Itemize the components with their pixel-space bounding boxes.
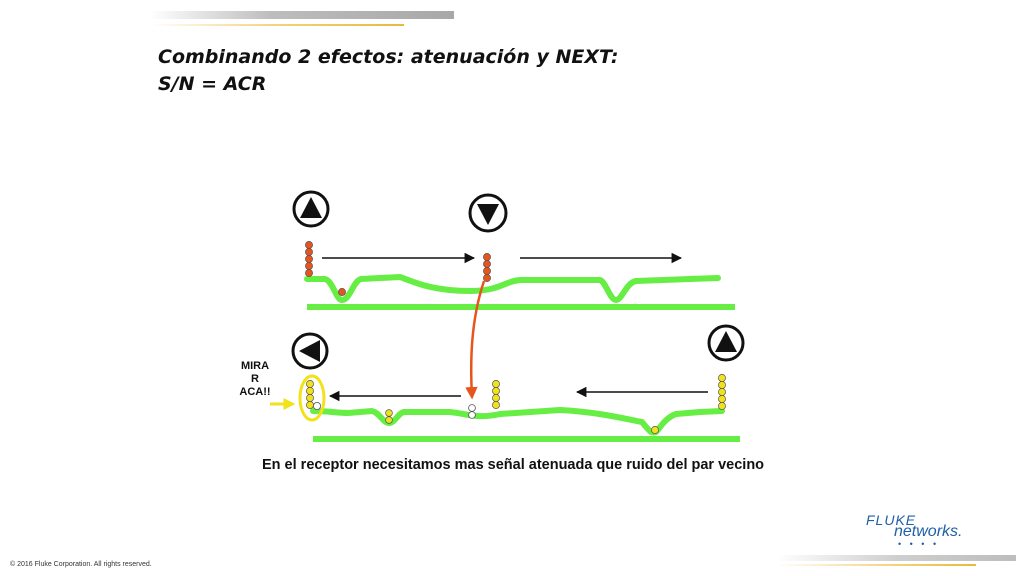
brand-logo: FLUKE networks. • • • • (864, 512, 994, 549)
brand-logo-line1: FLUKE (866, 512, 917, 528)
noise-dot (492, 380, 500, 388)
top-pair (304, 274, 735, 310)
receiver-highlight-ellipse (298, 374, 326, 422)
noise-dot (718, 381, 726, 389)
noise-dot (718, 402, 726, 410)
copyright-notice: © 2016 Fluke Corporation. All rights res… (10, 561, 152, 568)
look-here-label-line3: ACA!! (239, 386, 271, 398)
noise-dot (385, 416, 393, 424)
crosstalk-dots-coupled (468, 404, 476, 419)
crosstalk-dot (468, 411, 476, 419)
triangle-up-icon (300, 197, 322, 218)
crosstalk-arrow (465, 280, 486, 400)
noise-dot (306, 401, 314, 409)
noise-stack-transmit (718, 374, 726, 410)
transmitter-bottom (707, 324, 745, 362)
noise-dot (492, 394, 500, 402)
signal-dot (483, 267, 491, 275)
triangle-left-icon (299, 340, 320, 362)
diagram-caption: En el receptor necesitamos mas señal ate… (262, 457, 765, 473)
header-decoration-line (150, 24, 404, 26)
slide-title-line1: Combinando 2 efectos: atenuación y NEXT: (158, 46, 619, 68)
transmitter-top (292, 190, 330, 228)
brand-logo-dots: • • • • (898, 539, 940, 549)
signal-dot (483, 260, 491, 268)
noise-dots-lost (385, 409, 659, 434)
signal-dot (305, 262, 313, 270)
brand-logo-line2: networks. (894, 523, 963, 540)
noise-dot (385, 409, 393, 417)
header-decoration-bar (150, 11, 454, 19)
signal-stack-received (483, 253, 491, 282)
slide-title-line2: S/N = ACR (158, 73, 267, 95)
signal-stack-transmit (305, 241, 313, 277)
receiver-bottom (291, 332, 329, 370)
look-here-label: MIRA R ACA!! (232, 360, 278, 399)
noise-dot (718, 374, 726, 382)
signal-dot-lost (338, 288, 346, 296)
look-here-label-line1: MIRA (240, 360, 270, 372)
look-here-label-line2: R (251, 373, 259, 385)
noise-dot (492, 387, 500, 395)
noise-dot (306, 380, 314, 388)
footer-decoration-bar (776, 555, 1016, 561)
slide-title: Combinando 2 efectos: atenuación y NEXT:… (158, 44, 619, 98)
crosstalk-dot-received (312, 401, 321, 410)
signal-dot (305, 255, 313, 263)
triangle-up-icon (715, 331, 737, 352)
signal-dot (305, 241, 313, 249)
signal-dot (483, 253, 491, 261)
top-pair-signal-wire (304, 274, 721, 303)
triangle-down-icon (477, 204, 499, 225)
bottom-pair-signal-wire (310, 407, 725, 436)
signal-dot (305, 269, 313, 277)
noise-dot (492, 401, 500, 409)
noise-stack-received (306, 380, 314, 409)
noise-stack-middle (492, 380, 500, 409)
noise-dot (651, 426, 659, 434)
footer-decoration-line (776, 564, 976, 566)
bottom-pair (310, 407, 740, 442)
signal-dot (483, 274, 491, 282)
noise-dot (718, 395, 726, 403)
crosstalk-dot (468, 404, 476, 412)
noise-dot (306, 387, 314, 395)
noise-dot (718, 388, 726, 396)
noise-dot (306, 394, 314, 402)
receiver-top (468, 193, 508, 233)
signal-dot (305, 248, 313, 256)
